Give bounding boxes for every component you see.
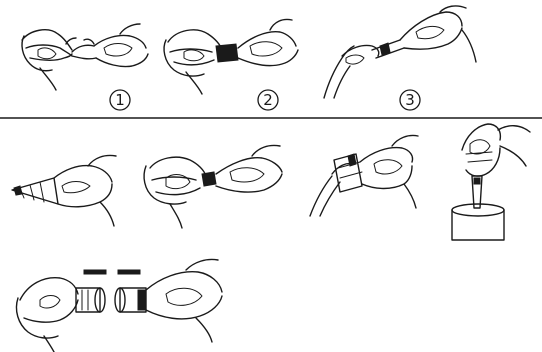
step-3-number: 3 [405,91,415,109]
pipetting-into-jar-icon [452,124,530,240]
hands-cutting-twist-icon [324,6,476,98]
step-2-marker: 2 [258,90,278,110]
cone-tip-icon [12,155,116,226]
hands-fitting-sleeve-icon [310,135,418,216]
step-1-number: 1 [115,91,125,109]
hands-tightening-twist-icon [164,19,298,94]
step-1-marker: 1 [110,90,130,110]
step-3-marker: 3 [400,90,420,110]
step-2-number: 2 [263,91,273,109]
hands-joining-halves-icon [16,259,222,352]
hands-pinching-bag-icon [144,145,282,228]
hands-twisting-bag-icon [22,24,148,90]
